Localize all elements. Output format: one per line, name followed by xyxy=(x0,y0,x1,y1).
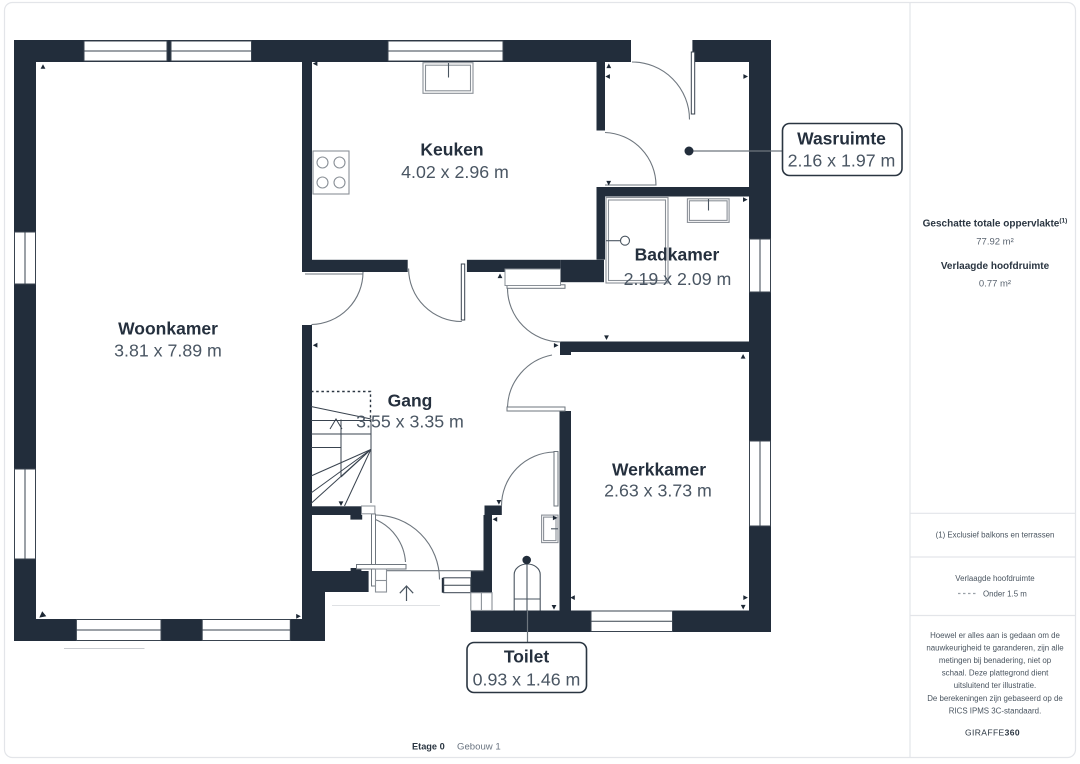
svg-text:(1) Exclusief balkons en terra: (1) Exclusief balkons en terrassen xyxy=(936,531,1055,540)
svg-text:0.93 x 1.46 m: 0.93 x 1.46 m xyxy=(473,670,581,690)
svg-text:Werkkamer: Werkkamer xyxy=(612,460,706,480)
svg-text:3.55 x 3.35 m: 3.55 x 3.35 m xyxy=(356,412,464,432)
svg-text:Etage 0: Etage 0 xyxy=(412,742,445,752)
svg-text:RICS IPMS 3C-standaard.: RICS IPMS 3C-standaard. xyxy=(949,707,1042,716)
svg-text:Gebouw 1: Gebouw 1 xyxy=(457,742,501,753)
svg-text:Wasruimte: Wasruimte xyxy=(797,129,886,149)
svg-text:Toilet: Toilet xyxy=(504,647,550,667)
svg-text:Badkamer: Badkamer xyxy=(635,245,720,265)
svg-text:Verlaagde hoofdruimte: Verlaagde hoofdruimte xyxy=(955,574,1035,583)
svg-text:77.92 m²: 77.92 m² xyxy=(976,237,1014,248)
svg-text:GIRAFFE360: GIRAFFE360 xyxy=(965,728,1020,738)
svg-text:0.77 m²: 0.77 m² xyxy=(979,279,1011,290)
svg-text:nauwkeurigheid te garanderen,: nauwkeurigheid te garanderen, zijn alle xyxy=(926,644,1064,653)
svg-text:Keuken: Keuken xyxy=(420,140,483,160)
svg-text:Verlaagde hoofdruimte: Verlaagde hoofdruimte xyxy=(941,261,1050,272)
svg-text:Gang: Gang xyxy=(388,391,433,411)
svg-text:Geschatte totale oppervlakte(1: Geschatte totale oppervlakte(1) xyxy=(923,218,1068,230)
svg-text:schaal. Deze plattegrond dient: schaal. Deze plattegrond dient xyxy=(942,669,1049,678)
svg-text:Woonkamer: Woonkamer xyxy=(118,319,218,339)
svg-text:metingen bij benadering, niet: metingen bij benadering, niet op xyxy=(939,656,1052,665)
svg-text:2.19 x 2.09 m: 2.19 x 2.09 m xyxy=(624,269,732,289)
svg-text:3.81 x 7.89 m: 3.81 x 7.89 m xyxy=(114,341,222,361)
svg-text:2.16 x 1.97 m: 2.16 x 1.97 m xyxy=(788,151,896,171)
svg-text:uitsluitend ter illustratie.: uitsluitend ter illustratie. xyxy=(954,681,1036,690)
svg-text:4.02 x 2.96 m: 4.02 x 2.96 m xyxy=(401,162,509,182)
svg-text:2.63 x 3.73 m: 2.63 x 3.73 m xyxy=(604,481,712,501)
svg-text:Onder 1.5 m: Onder 1.5 m xyxy=(983,590,1027,599)
svg-text:Hoewel er alles aan is gedaan: Hoewel er alles aan is gedaan om de xyxy=(930,631,1060,640)
svg-text:De berekeningen zijn gebaseerd: De berekeningen zijn gebaseerd op de xyxy=(927,694,1063,703)
